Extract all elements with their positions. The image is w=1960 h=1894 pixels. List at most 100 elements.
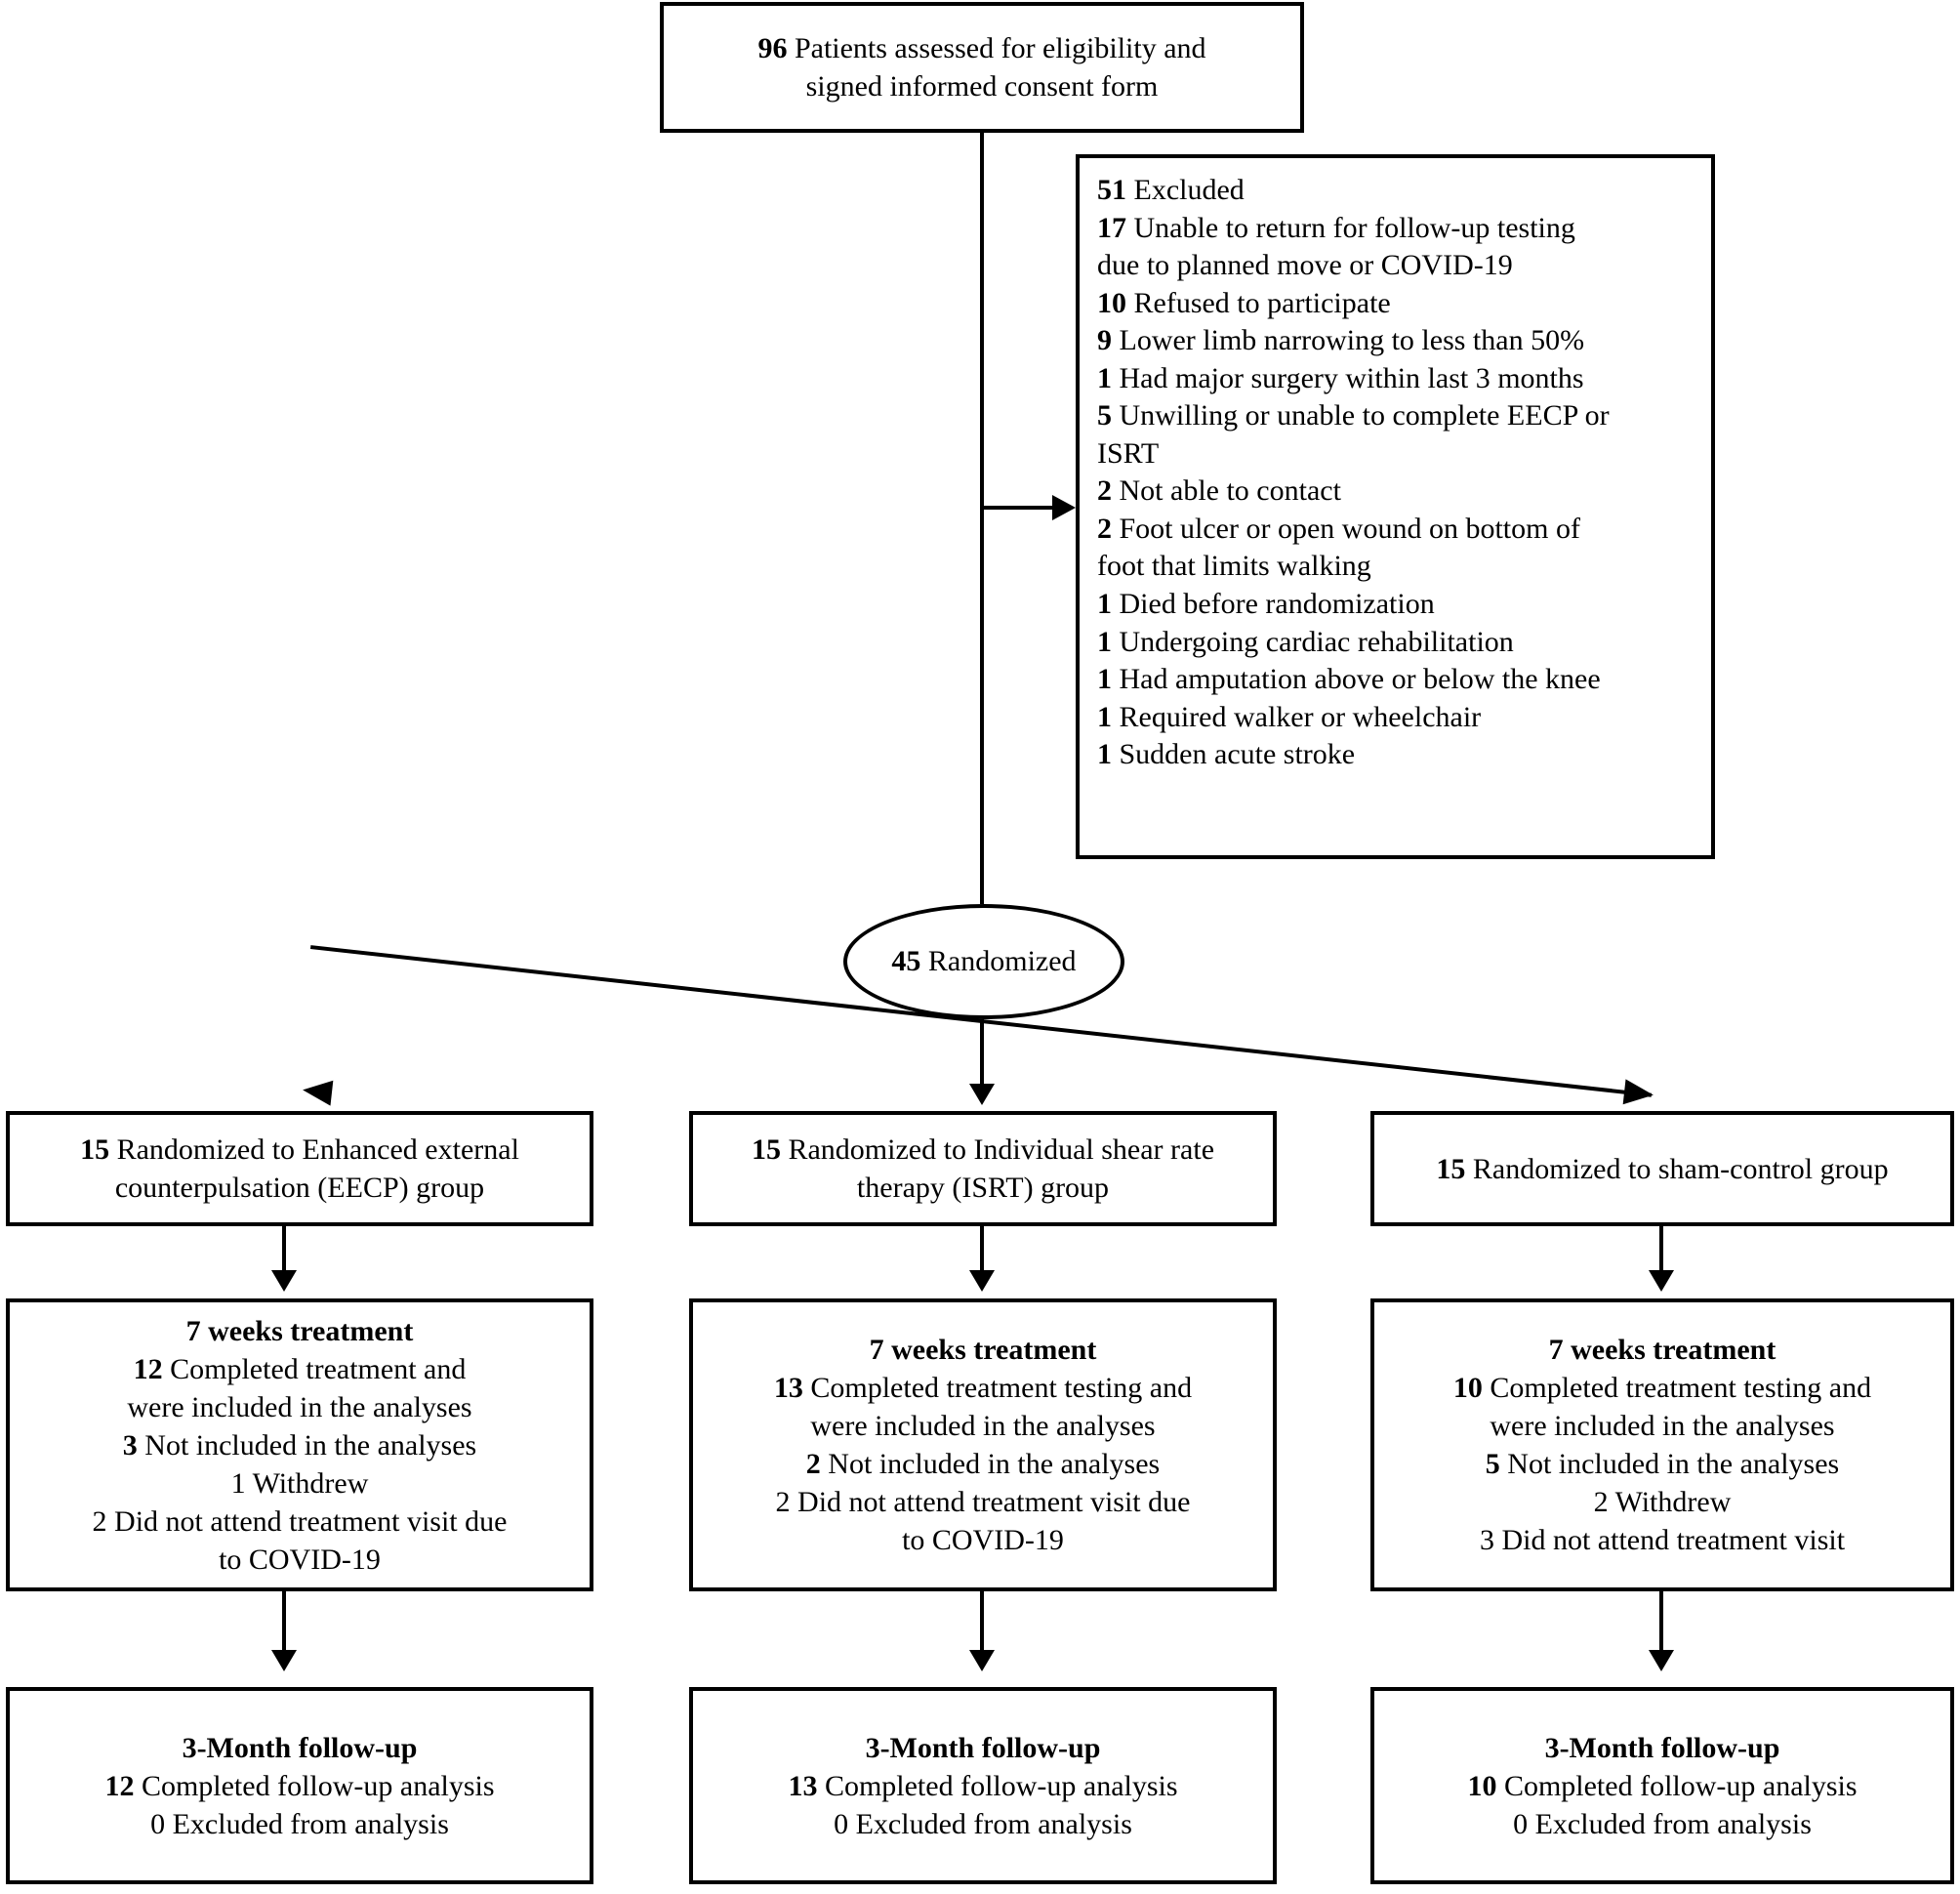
randomized-count: 45	[891, 945, 921, 977]
excluded-reason-7-count: 2	[1097, 512, 1112, 545]
connector-sham-treatment-to-followup	[1659, 1591, 1663, 1662]
arrow-sham-treatment	[1649, 1270, 1674, 1292]
excluded-reason-4-count: 1	[1097, 361, 1112, 394]
treatment-eecp-line-3-count: 3	[122, 1428, 138, 1462]
arrow-eecp-treatment	[271, 1270, 297, 1292]
allocation-eecp-line-1: 15 Randomized to Enhanced external	[20, 1131, 580, 1169]
arrow-isrt-treatment	[969, 1270, 995, 1292]
connector-randomized-to-isrt	[980, 1019, 984, 1097]
followup-eecp-line-1: 12 Completed follow-up analysis	[20, 1767, 580, 1805]
treatment-eecp-line-6: to COVID-19	[219, 1543, 381, 1576]
node-followup-sham: 3-Month follow-up 10 Completed follow-up…	[1370, 1687, 1954, 1884]
excluded-reason-11: 1 Required walker or wheelchair	[1097, 699, 1695, 737]
followup-sham-line-2: 0 Excluded from analysis	[1513, 1807, 1812, 1840]
treatment-eecp-header: 7 weeks treatment	[185, 1314, 414, 1347]
excluded-reason-2-text: Refused to participate	[1126, 286, 1391, 319]
allocation-isrt-text: Randomized to Individual shear rate	[780, 1133, 1215, 1166]
treatment-sham-line-3-count: 5	[1485, 1448, 1500, 1480]
treatment-eecp-line-1-text: Completed treatment and	[162, 1352, 467, 1385]
treatment-isrt-line-2: were included in the analyses	[810, 1410, 1156, 1442]
treatment-eecp-line-3: 3 Not included in the analyses	[20, 1426, 580, 1464]
connector-excluded-stub	[980, 506, 1052, 510]
treatment-sham-line-5: 3 Did not attend treatment visit	[1479, 1524, 1846, 1556]
followup-eecp-line-1-text: Completed follow-up analysis	[134, 1769, 495, 1802]
excluded-reason-10-count: 1	[1097, 663, 1112, 696]
excluded-reason-5: 5 Unwilling or unable to complete EECP o…	[1097, 397, 1695, 435]
allocation-sham-line-1: 15 Randomized to sham-control group	[1384, 1150, 1940, 1188]
arrow-to-isrt	[969, 1084, 995, 1105]
followup-isrt-line-2: 0 Excluded from analysis	[834, 1807, 1132, 1840]
excluded-reason-1-cont: due to planned move or COVID-19	[1097, 249, 1513, 282]
treatment-sham-line-4: 2 Withdrew	[1593, 1486, 1732, 1518]
treatment-isrt-line-4: 2 Did not attend treatment visit due	[775, 1486, 1191, 1518]
excluded-reason-3: 9 Lower limb narrowing to less than 50%	[1097, 322, 1695, 360]
followup-isrt-header: 3-Month follow-up	[865, 1731, 1101, 1764]
node-excluded-reasons: 51 Excluded 17 Unable to return for foll…	[1076, 154, 1715, 859]
excluded-reason-12-text: Sudden acute stroke	[1112, 738, 1356, 771]
excluded-reason-3-text: Lower limb narrowing to less than 50%	[1112, 324, 1585, 357]
followup-sham-line-1-text: Completed follow-up analysis	[1496, 1769, 1858, 1802]
treatment-isrt-header: 7 weeks treatment	[869, 1334, 1097, 1366]
treatment-isrt-line-3-text: Not included in the analyses	[820, 1448, 1161, 1480]
allocation-isrt-count: 15	[751, 1133, 781, 1166]
followup-isrt-line-1-text: Completed follow-up analysis	[817, 1769, 1178, 1802]
randomized-line: 45 Randomized	[891, 945, 1076, 978]
arrow-eecp-followup	[271, 1650, 297, 1671]
excluded-reason-4: 1 Had major surgery within last 3 months	[1097, 360, 1695, 398]
treatment-eecp-line-3-text: Not included in the analyses	[137, 1428, 477, 1462]
allocation-eecp-text: Randomized to Enhanced external	[109, 1133, 519, 1166]
excluded-reason-12: 1 Sudden acute stroke	[1097, 736, 1695, 774]
followup-sham-line-1: 10 Completed follow-up analysis	[1384, 1767, 1940, 1805]
node-treatment-eecp: 7 weeks treatment 12 Completed treatment…	[6, 1298, 593, 1591]
excluded-reason-12-count: 1	[1097, 738, 1112, 771]
treatment-sham-header: 7 weeks treatment	[1548, 1334, 1776, 1366]
node-assessed-for-eligibility: 96 Patients assessed for eligibility and…	[660, 2, 1304, 133]
excluded-reason-5-text: Unwilling or unable to complete EECP or	[1112, 399, 1610, 432]
node-allocation-sham: 15 Randomized to sham-control group	[1370, 1111, 1954, 1226]
assessed-line-1-text: Patients assessed for eligibility and	[787, 32, 1206, 64]
node-randomized: 45 Randomized	[843, 904, 1124, 1019]
excluded-header: 51 Excluded	[1097, 172, 1695, 210]
assessed-line-2: signed informed consent form	[805, 70, 1159, 103]
connector-isrt-treatment-to-followup	[980, 1591, 984, 1662]
allocation-eecp-count: 15	[80, 1133, 110, 1166]
excluded-reason-6-count: 2	[1097, 474, 1112, 508]
excluded-reason-6-text: Not able to contact	[1112, 474, 1341, 508]
excluded-reason-6: 2 Not able to contact	[1097, 473, 1695, 511]
node-treatment-isrt: 7 weeks treatment 13 Completed treatment…	[689, 1298, 1277, 1591]
excluded-reason-11-count: 1	[1097, 700, 1112, 733]
excluded-reason-9: 1 Undergoing cardiac rehabilitation	[1097, 624, 1695, 662]
excluded-reason-7-cont: foot that limits walking	[1097, 550, 1371, 583]
arrow-to-sham	[1622, 1079, 1655, 1108]
connector-randomized-to-sham	[981, 1019, 1653, 1097]
allocation-sham-text: Randomized to sham-control group	[1465, 1152, 1889, 1185]
followup-isrt-line-1-count: 13	[788, 1769, 818, 1802]
excluded-reason-7: 2 Foot ulcer or open wound on bottom of	[1097, 511, 1695, 549]
arrow-to-eecp	[301, 1077, 334, 1106]
excluded-reason-8: 1 Died before randomization	[1097, 586, 1695, 624]
excluded-reason-5-cont: ISRT	[1097, 436, 1160, 470]
treatment-sham-line-3-text: Not included in the analyses	[1499, 1448, 1840, 1480]
node-treatment-sham: 7 weeks treatment 10 Completed treatment…	[1370, 1298, 1954, 1591]
excluded-reason-10-text: Had amputation above or below the knee	[1112, 663, 1601, 696]
excluded-reason-2-count: 10	[1097, 286, 1126, 319]
treatment-sham-line-2: were included in the analyses	[1490, 1410, 1835, 1442]
excluded-reason-3-count: 9	[1097, 324, 1112, 357]
followup-sham-line-1-count: 10	[1467, 1769, 1497, 1802]
treatment-eecp-line-2: were included in the analyses	[127, 1390, 472, 1423]
arrow-sham-followup	[1649, 1650, 1674, 1671]
treatment-eecp-line-1-count: 12	[133, 1352, 163, 1385]
treatment-isrt-line-3: 2 Not included in the analyses	[703, 1445, 1263, 1483]
treatment-isrt-line-1-text: Completed treatment testing and	[802, 1372, 1193, 1404]
excluded-count: 51	[1097, 174, 1126, 206]
treatment-sham-line-3: 5 Not included in the analyses	[1384, 1445, 1940, 1483]
allocation-isrt-line-2: therapy (ISRT) group	[856, 1172, 1110, 1204]
connector-eecp-treatment-to-followup	[282, 1591, 286, 1662]
followup-eecp-line-2: 0 Excluded from analysis	[150, 1807, 449, 1840]
excluded-reason-4-text: Had major surgery within last 3 months	[1112, 361, 1584, 394]
excluded-reason-8-count: 1	[1097, 588, 1112, 621]
followup-isrt-line-1: 13 Completed follow-up analysis	[703, 1767, 1263, 1805]
excluded-reason-1: 17 Unable to return for follow-up testin…	[1097, 210, 1695, 248]
connector-assessed-to-randomized	[980, 133, 984, 904]
